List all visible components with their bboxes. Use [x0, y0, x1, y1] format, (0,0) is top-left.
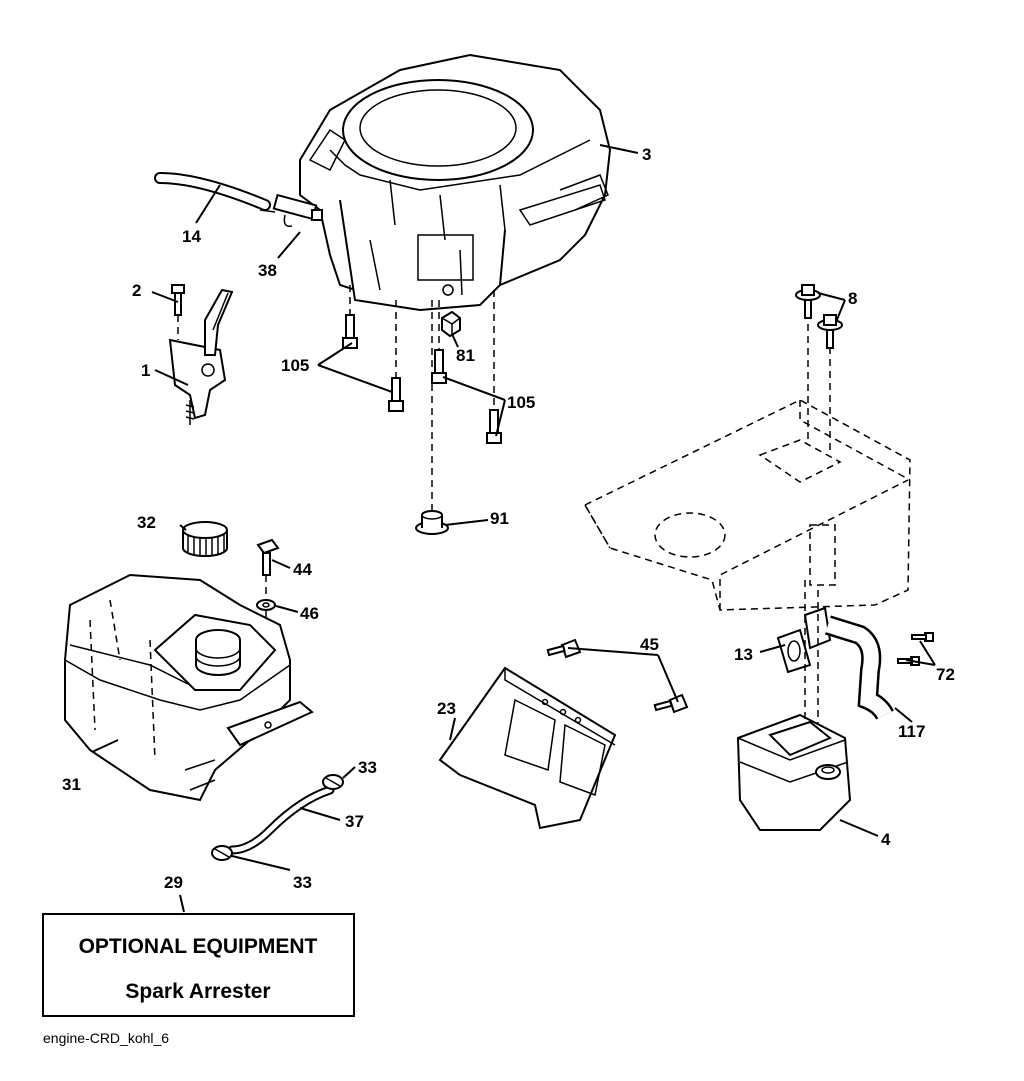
tank-screw [256, 538, 280, 600]
callout-117: 117 [898, 722, 925, 741]
heat-shield [438, 666, 617, 830]
nut [441, 310, 461, 338]
diagram-caption: engine-CRD_kohl_6 [43, 1030, 169, 1046]
engine [299, 53, 612, 312]
shield-screws [546, 638, 689, 714]
optional-equipment-title: OPTIONAL EQUIPMENT [79, 935, 318, 958]
fuel-fitting [259, 193, 323, 228]
callout-1: 1 [141, 361, 150, 380]
fuel-tank [64, 573, 314, 802]
callout-45: 45 [640, 635, 659, 654]
callout-29: 29 [164, 873, 183, 892]
fuel-line [154, 172, 271, 211]
fuel-hose [227, 785, 335, 855]
callout-33-lower: 33 [293, 873, 312, 892]
callout-33-upper: 33 [358, 758, 377, 777]
callout-44: 44 [293, 560, 312, 579]
callout-31: 31 [62, 775, 81, 794]
exhaust-screws [897, 632, 934, 666]
throttle-control [168, 288, 234, 425]
callout-14: 14 [182, 227, 201, 246]
callouts: 3 14 38 2 1 105 105 81 91 8 32 44 46 31 … [62, 145, 955, 892]
hose-clamp-lower [211, 845, 233, 861]
callout-3: 3 [642, 145, 651, 164]
leader-lines [91, 144, 936, 913]
mounting-bolts [342, 285, 502, 444]
callout-105-left: 105 [281, 356, 309, 375]
exhaust-pipe [803, 606, 894, 720]
callout-23: 23 [437, 699, 456, 718]
callout-4: 4 [881, 830, 891, 849]
frame [583, 300, 911, 611]
callout-38: 38 [258, 261, 277, 280]
fuel-cap [182, 521, 228, 557]
muffler [736, 580, 852, 831]
callout-72: 72 [936, 665, 955, 684]
exhaust-gasket [776, 628, 812, 674]
optional-equipment-subtitle: Spark Arrester [125, 980, 270, 1003]
callout-105-right: 105 [507, 393, 535, 412]
optional-equipment-box: OPTIONAL EQUIPMENT Spark Arrester [42, 913, 355, 1017]
callout-46: 46 [300, 604, 319, 623]
spacer [415, 300, 449, 535]
callout-37: 37 [345, 812, 364, 831]
frame-bolts [795, 284, 843, 349]
callout-81: 81 [456, 346, 475, 365]
callout-13: 13 [734, 645, 753, 664]
screw [171, 284, 185, 340]
callout-8: 8 [848, 289, 857, 308]
callout-2: 2 [132, 281, 141, 300]
callout-32: 32 [137, 513, 156, 532]
callout-91: 91 [490, 509, 509, 528]
hose-clamp-upper [322, 774, 344, 790]
